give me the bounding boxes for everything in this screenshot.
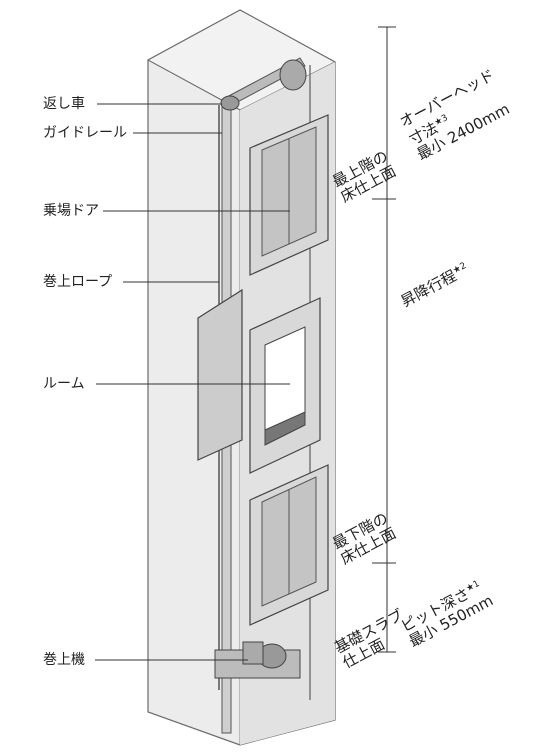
- room-label: ルーム: [43, 376, 85, 392]
- dimension-line: [372, 26, 396, 653]
- return-pulley-label: 返し車: [43, 96, 85, 112]
- landing-door-label: 乗場ドア: [43, 203, 99, 219]
- car-body: [197, 288, 243, 461]
- hoist-machine-motor: [242, 641, 264, 665]
- guide-rail-label: ガイドレール: [43, 125, 127, 141]
- hoist-machine-label: 巻上機: [43, 652, 85, 668]
- return-pulley: [220, 95, 240, 111]
- top-pulley: [279, 59, 307, 91]
- hoist-rope-label: 巻上ロープ: [43, 274, 113, 290]
- leader-lines: [95, 103, 290, 661]
- car-floor: [264, 411, 306, 446]
